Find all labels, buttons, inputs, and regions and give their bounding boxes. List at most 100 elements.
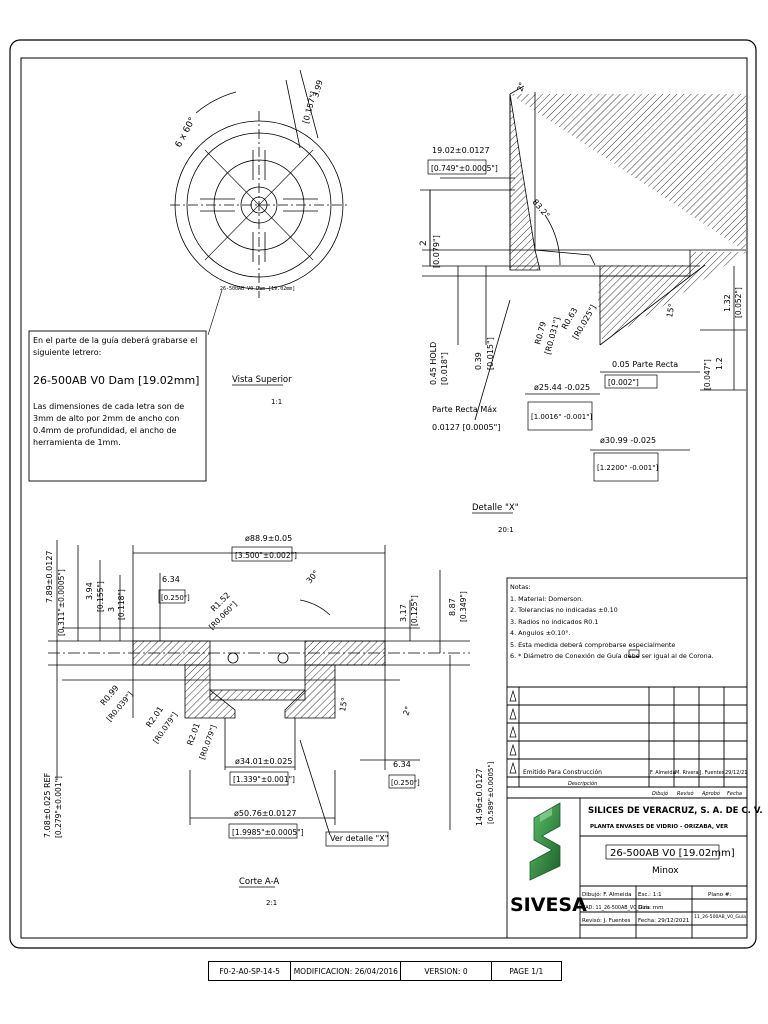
top-view-title: Vista Superior <box>232 375 292 385</box>
rev-header-approved: Aprobó <box>701 790 720 797</box>
footer-version: VERSION: 0 <box>401 962 492 980</box>
dim-039-in: [0.015"] <box>486 337 495 370</box>
rev-header-date: Fecha <box>727 791 742 797</box>
dim-789-in: [0.311"±0.0005"] <box>57 569 66 636</box>
tb-date: Fecha: 29/12/2021 <box>638 918 689 924</box>
part-number: 26-500AB V0 [19.02mm] <box>610 848 735 859</box>
tb-cad: CAD: 11_26-500AB_V0_Guía <box>582 904 650 911</box>
footer-modified: MODIFICACION: 26/04/2016 <box>291 962 402 980</box>
r201b-in: [R0.079"] <box>197 724 218 761</box>
dim-1902-in: [0.749"±0.0005"] <box>431 164 498 173</box>
outer-border <box>9 39 757 949</box>
dim-1496-in: [0.589"±0.0005"] <box>487 761 495 824</box>
dia-3099-in: [1.2200" -0.001"] <box>597 464 658 472</box>
flat-max-label: Parte Recta Máx <box>432 405 497 414</box>
engraving-note-box <box>28 330 207 482</box>
dim-039: 0.39 <box>474 352 483 370</box>
r079-in: [R0.031"] <box>543 316 562 355</box>
dia-5076: ø50.76±0.0127 <box>234 809 297 818</box>
dia-889-in: [3.500"±0.002"] <box>235 551 297 560</box>
dim-2: 2 <box>419 240 429 246</box>
dim-045-in: [0.018"] <box>440 352 449 385</box>
note-item-3: 3. Radios no indicados R0.1 <box>510 617 599 626</box>
dim-3: 3 <box>107 607 116 612</box>
dim-887: 8.87 <box>448 598 457 616</box>
tb-units: Dim: mm <box>638 905 663 911</box>
dim-12: 1.2 <box>715 357 724 370</box>
note-intro: En el parte de la guía deberá grabarse e… <box>33 336 198 357</box>
flat-label: 0.05 Parte Recta <box>612 360 678 369</box>
detail-x <box>420 85 746 451</box>
note-details: Las dimensiones de cada letra son de 3mm… <box>33 402 185 447</box>
dim-634a-in: [0.250"] <box>161 594 190 602</box>
dia-3099: ø30.99 -0.025 <box>600 436 656 445</box>
dim-789: 7.89±0.0127 <box>45 550 54 603</box>
flat-in: [0.002"] <box>608 378 639 387</box>
dim-634b: 6.34 <box>393 760 411 769</box>
notes-heading: Notas: <box>510 583 531 591</box>
see-detail-label: Ver detalle "X" <box>330 834 388 843</box>
detail-x-title: Detalle "X" <box>472 503 519 513</box>
dia-889: ø88.9±0.05 <box>245 534 292 543</box>
dim-317: 3.17 <box>399 604 408 622</box>
dim-634a: 6.34 <box>162 575 180 584</box>
dia-3401-in: [1.339"±0.001"] <box>233 775 295 784</box>
dia-5076-in: [1.9985"±0.0005"] <box>232 828 304 837</box>
dim-708-in: [0.279"±0.001"] <box>54 776 63 838</box>
flat-max-val: 0.0127 [0.0005"] <box>432 423 500 432</box>
angle-83: 83.2° <box>530 198 551 220</box>
dim-12-in: [0.047"] <box>703 359 712 390</box>
rev-header-reviewed: Revisó <box>677 790 694 797</box>
revision-text: Emitido Para Construcción <box>523 769 602 776</box>
company-name: SILICES DE VERACRUZ, S. A. DE C. V. <box>588 806 763 816</box>
dim-2-in: [0.079"] <box>432 235 441 268</box>
dim-399: 3.99 <box>311 79 324 99</box>
rev-header-description: Descripción <box>568 780 597 787</box>
dim-3-in: [0.118"] <box>117 589 126 620</box>
footer-code: F0-2-A0-SP-14-5 <box>209 962 292 980</box>
dim-317-in: [0.125"] <box>410 595 419 626</box>
note-item-1: 1. Material: Domerson. <box>510 594 584 603</box>
engrave-label: 26-500AB V0 Dam [19.02mm] <box>220 286 295 292</box>
dim-394: 3.94 <box>85 582 94 600</box>
tb-scale: Esc.: 1:1 <box>638 892 662 898</box>
note-item-5: 5. Esta medida deberá comprobarse especi… <box>510 640 676 649</box>
tb-reviewed: Revisó: J. Fuentes <box>582 917 630 924</box>
section-title: Corte A-A <box>239 877 279 887</box>
note-item-2: 2. Tolerancias no indicadas ±0.10 <box>510 606 618 614</box>
dim-708: 7.08±0.025 REF <box>43 772 52 838</box>
sivesa-logo-icon <box>529 802 561 881</box>
angle-15-section: 15° <box>338 697 349 713</box>
dim-1902: 19.02±0.0127 <box>432 146 490 155</box>
angle-15-detail: 15° <box>665 303 676 319</box>
angle-2-section: 2° <box>401 705 413 717</box>
note-engraving: 26-500AB V0 Dam [19.02mm] <box>33 374 200 387</box>
angle-30: 30° <box>305 569 321 586</box>
dim-1496: 14.96±0.0127 <box>475 768 484 826</box>
dia-3401: ø34.01±0.025 <box>235 757 292 766</box>
dim-399-in: [0.157"] <box>301 90 318 124</box>
footer-page: PAGE 1/1 <box>509 966 544 976</box>
top-view-scale: 1:1 <box>271 398 282 406</box>
dia-2544: ø25.44 -0.025 <box>534 383 590 392</box>
revision-triangles <box>509 649 640 774</box>
dim-132-in: [0.052"] <box>734 287 743 318</box>
note-item-4: 4. Angulos ±0.10°. <box>510 629 571 637</box>
holes-label: 6 x 60° <box>174 116 198 150</box>
revision-reviewed: M. Rivera <box>675 770 699 776</box>
section-a-a <box>48 540 470 836</box>
top-view <box>170 69 348 336</box>
dim-132: 1.32 <box>723 294 732 312</box>
revision-approved: J. Fuentes <box>699 770 725 776</box>
dim-634b-in: [0.250"] <box>391 779 420 787</box>
dia-2544-in: [1.0016" -0.001"] <box>531 413 592 421</box>
footer-bar: F0-2-A0-SP-14-5 MODIFICACION: 26/04/2016… <box>208 961 562 981</box>
rev-header-drawn: Dibujó <box>652 790 668 797</box>
dim-045: 0.45 HOLD <box>429 342 438 385</box>
r201b: R2.01 <box>185 722 201 747</box>
plant-name: PLANTA ENVASES DE VIDRIO - ORIZABA, VER <box>590 824 729 830</box>
revision-date: 29/12/21 <box>725 770 747 776</box>
tb-drew: Dibujó: F. Almeida <box>582 891 631 898</box>
dim-887-in: [0.349"] <box>459 591 468 622</box>
